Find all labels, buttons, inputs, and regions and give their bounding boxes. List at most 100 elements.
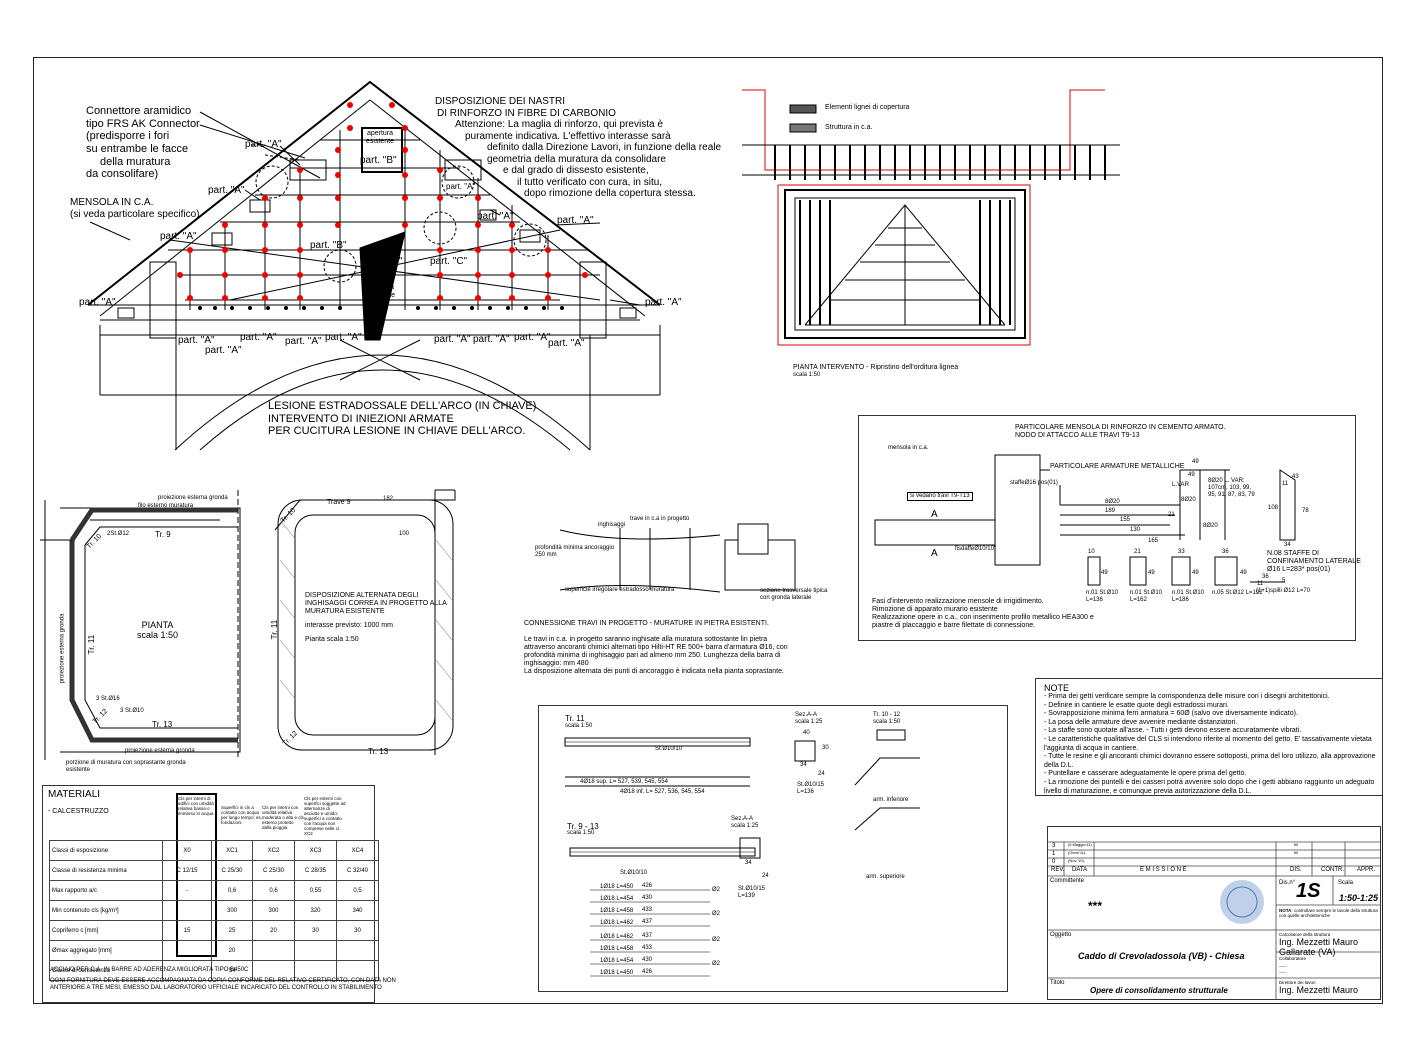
nastri-note-line: DI RINFORZO IN FIBRE DI CARBONIO [437,107,616,119]
note-title: NOTE [1044,683,1070,693]
part-a-label: part. "A" [208,185,245,196]
pianta-note: 3 St.Ø16 [96,696,120,702]
tr11-beam-title: Tr. 11 [565,714,585,723]
tr9-label: Tr. 9 [155,530,171,539]
stirrup-dim: 49 [1192,570,1199,576]
sez-dim: 34 [745,860,752,866]
lvar-note: 8Ø20 L. VAR: 107cm, 103, 99, 95, 91, 87,… [1208,478,1255,499]
collaborator-value: ----- [1279,970,1287,975]
pianta-mid-note-line: MURATURA ESISTENTE [305,608,385,616]
table-cell: 300 [252,900,295,921]
connessione-text-line: Le travi in c.a. in progetto saranno ing… [524,636,768,643]
apertura-line: esistente [367,292,396,300]
stirrup-label-line: n.01 St.Ø10 [1172,590,1205,596]
stirrup-dim: 33 [1178,549,1185,555]
mensola-title-line: PARTICOLARE MENSOLA DI RINFORZO IN CEMEN… [1015,424,1226,431]
bar-length: 437 [642,933,653,939]
tr13-label: Tr. 13 [368,747,389,756]
travi-detail-box [538,705,1008,992]
section-a-mark: A [931,509,938,520]
table-cell: 300 [211,900,253,921]
table-cell [252,940,295,961]
table-cell [336,960,379,981]
table-cell: 30 [294,920,337,941]
table-cell: Classi di esposizione [49,840,163,861]
pianta-mid-notes: DISPOSIZIONE ALTERNATA DEGLI INGHISAGGI … [305,592,447,644]
committente-value: *** [1088,899,1103,913]
rev-head: APPR. [1357,867,1376,873]
bar-label: 165 [1148,538,1159,544]
bar-end: Ø2 [712,961,721,967]
confinamento-line: Ø16 L=283* pos(01) [1267,566,1331,574]
nastri-note-line: puramente indicativa. L'effettivo intera… [465,130,671,142]
stirrup-label-line: n.01 St.Ø10 [1130,590,1163,596]
fornitura-note: OGNI FORNITURA DEVE ESSERE ACCOMPAGNATA … [50,978,396,992]
rev-dis: fill [1294,842,1298,847]
dis-label: Dis.n° [1279,880,1296,886]
table-cell [336,940,379,961]
tr11-bars-sup: 4Ø18 sup. L= 527, 539, 545, 554 [580,779,668,785]
table-cell: 340 [336,900,379,921]
table-cell: Copriferro c [mm] [49,920,163,941]
legend-concrete-structure: Struttura in c.a. [825,124,873,131]
connessione-label: profondità minima ancoraggio [535,545,615,551]
note-line: - La staffe sono quotate all'asse. - Tut… [1044,727,1302,735]
stirrup-label-line: L=186 [1172,596,1189,603]
rev-head: DATA [1072,867,1088,873]
table-cell: 15 [162,920,212,941]
rev-dis: fill [1294,850,1298,855]
trave9-label: Trave 9 [327,499,351,506]
note-line: - Sovrapposizione minima ferri armatura … [1044,710,1298,718]
pianta-note: porzione di muratura con soprastante gro… [66,760,186,766]
confinement-dim: 78 [1302,508,1309,514]
col-head: Superfici in cls a contatto con acqua pe… [221,805,263,825]
apertura-line: apertura [367,284,395,291]
table-cell: 320 [294,900,337,921]
table-cell: XC2 [252,840,295,861]
connector-note-line: (predisporre i fori [86,130,170,143]
connessione-label: superficie irregolare estradosso muratur… [565,587,675,593]
tr13-label: Tr. 13 [152,720,173,729]
rev-date: (Il Maggio'11) [1068,842,1092,847]
table-cell: XC3 [294,840,337,861]
stirrup-dim: 21 [1134,549,1141,555]
confinement-dim: 43 [1292,474,1299,480]
pianta-note: proiezione esterna gronda [125,748,195,754]
bar-schedule-item: 1Ø18 L=458 [600,908,634,914]
connessione-title: CONNESSIONE TRAVI IN PROGETTO - MURATURE… [524,620,769,627]
table-cell: 0,6 [252,880,295,901]
spilli-label: (1+1)spilli Ø12 L=70 [1256,588,1311,594]
tr913-beam-title: Tr. 9 - 13 [567,822,599,831]
table-cell: 20 [252,920,295,941]
nota-text: : controllare sempre le tavole della str… [1279,908,1378,919]
spilli-dim: 36 [1262,574,1269,580]
table-cell: 0,6 [211,880,253,901]
table-cell: C 12/15 [162,860,212,881]
bar-label: L.VAR [1172,482,1189,488]
connector-note-line: tipo FRS AK Connector [86,117,200,130]
connessione-text: Le travi in c.a. in progetto saranno ing… [524,636,788,676]
nastri-note: DISPOSIZIONE DEI NASTRI DI RINFORZO IN F… [435,96,721,200]
table-cell: Ømax aggregato [mm] [49,940,163,961]
part-b-label: part. "B" [360,155,397,166]
bar-schedule-item: 1Ø18 L=458 [600,946,634,952]
part-a-label: part. "A" [178,335,215,346]
dis-value: 1S [1296,880,1321,902]
committente-label: Committente [1050,878,1085,884]
table-row: Ømax aggregato [mm]20 [49,940,379,961]
stirrup-dim: 49 [1240,570,1247,576]
tr11-beam-scale: scala 1:50 [565,723,593,729]
bar-schedule-item: 1Ø18 L=454 [600,958,634,964]
pianta-title-text: PIANTA [141,620,174,630]
nastri-note-line: definito dalla Direzione Lavori, in funz… [487,142,722,153]
collaborator-value: ----- [1279,964,1287,969]
apertura-line: apertura [366,130,394,137]
bar-end: Ø2 [712,887,721,893]
pianta-note: esistente [66,767,91,773]
fasi-line: Realizzazione opere in c.a., con inserim… [872,614,1094,622]
col-head: Cls per esterni con superfici soggette a… [304,796,346,836]
